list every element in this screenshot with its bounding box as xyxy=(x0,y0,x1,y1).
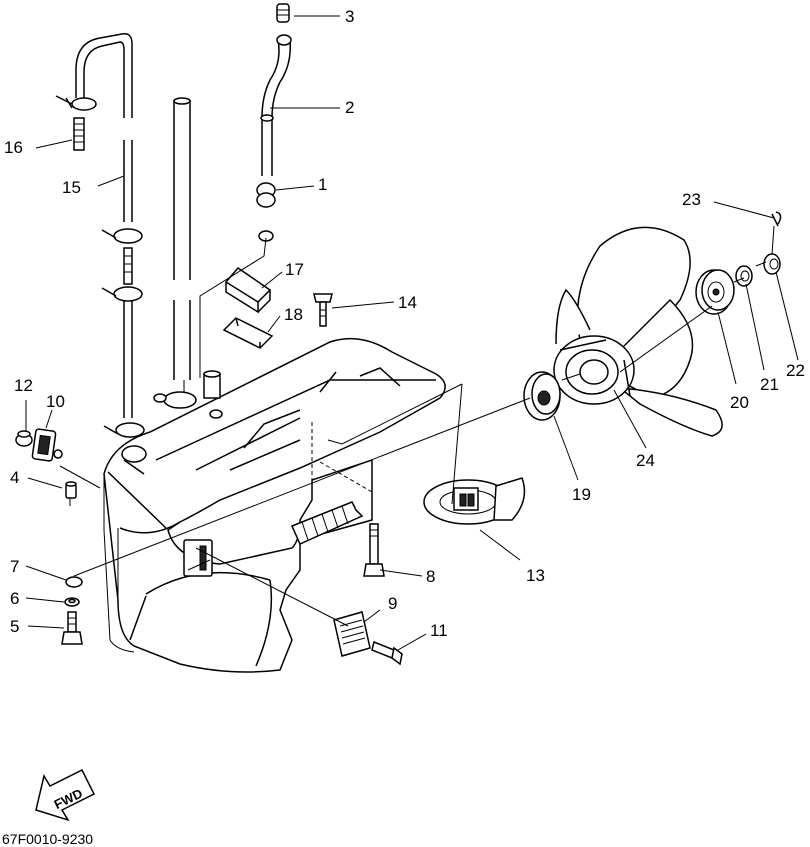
callout-20: 20 xyxy=(730,393,749,412)
callout-10: 10 xyxy=(46,392,65,411)
callout-7: 7 xyxy=(10,557,19,576)
callout-19: 19 xyxy=(572,485,591,504)
callout-1: 1 xyxy=(318,175,327,194)
dowel-pin-4 xyxy=(65,481,77,499)
callout-15: 15 xyxy=(62,178,81,197)
grommet-10 xyxy=(31,428,63,462)
washer-21 xyxy=(735,265,753,287)
assembly-lines xyxy=(59,225,775,627)
screw-11 xyxy=(371,640,403,666)
callout-18: 18 xyxy=(284,305,303,324)
callout-14: 14 xyxy=(398,293,417,312)
callout-5: 5 xyxy=(10,617,19,636)
hose-clip xyxy=(55,95,97,111)
callout-24: 24 xyxy=(636,451,655,470)
drive-shaft xyxy=(173,97,191,380)
callout-21: 21 xyxy=(760,375,779,394)
callout-6: 6 xyxy=(10,589,19,608)
callout-11: 11 xyxy=(430,621,448,640)
cotter-pin-23 xyxy=(771,211,782,227)
propeller-24 xyxy=(553,226,723,437)
grommet-1 xyxy=(256,182,276,242)
bolt-14 xyxy=(313,293,333,327)
callout-9: 9 xyxy=(388,594,397,613)
callout-8: 8 xyxy=(426,567,435,586)
callout-13: 13 xyxy=(526,566,545,585)
nut-22 xyxy=(763,253,781,275)
washer-7 xyxy=(65,576,83,588)
callout-labels: 3 2 1 16 15 17 18 14 12 10 4 7 6 5 8 9 1… xyxy=(4,7,805,640)
callout-23: 23 xyxy=(682,190,701,209)
callout-4: 4 xyxy=(10,468,19,487)
bolt-8 xyxy=(363,523,385,577)
document-code: 67F0010-9230 xyxy=(2,831,93,847)
water-tube-2 xyxy=(260,3,292,176)
bolt-12 xyxy=(15,430,33,447)
nipple-16 xyxy=(73,117,85,151)
hose-clip-lower-b xyxy=(103,422,145,438)
bolt-5 xyxy=(61,611,83,645)
spacer-20 xyxy=(695,269,735,315)
plate-17 xyxy=(224,267,272,314)
trim-tab-13 xyxy=(423,477,526,525)
fwd-arrow-icon: FWD xyxy=(35,768,96,822)
callout-16: 16 xyxy=(4,138,23,157)
plate-18 xyxy=(222,317,274,349)
callout-12: 12 xyxy=(14,376,33,395)
lower-casing xyxy=(103,337,446,673)
thrust-washer-19 xyxy=(523,371,561,421)
water-tube-15 xyxy=(75,32,133,418)
callout-17: 17 xyxy=(285,260,304,279)
water-inlet-cover-9 xyxy=(333,611,371,657)
callout-22: 22 xyxy=(786,361,805,380)
leader-lines xyxy=(25,15,799,651)
callout-3: 3 xyxy=(345,7,354,26)
hose-clip-lower-a xyxy=(101,228,143,302)
washer-6 xyxy=(64,597,80,607)
callout-2: 2 xyxy=(345,98,354,117)
